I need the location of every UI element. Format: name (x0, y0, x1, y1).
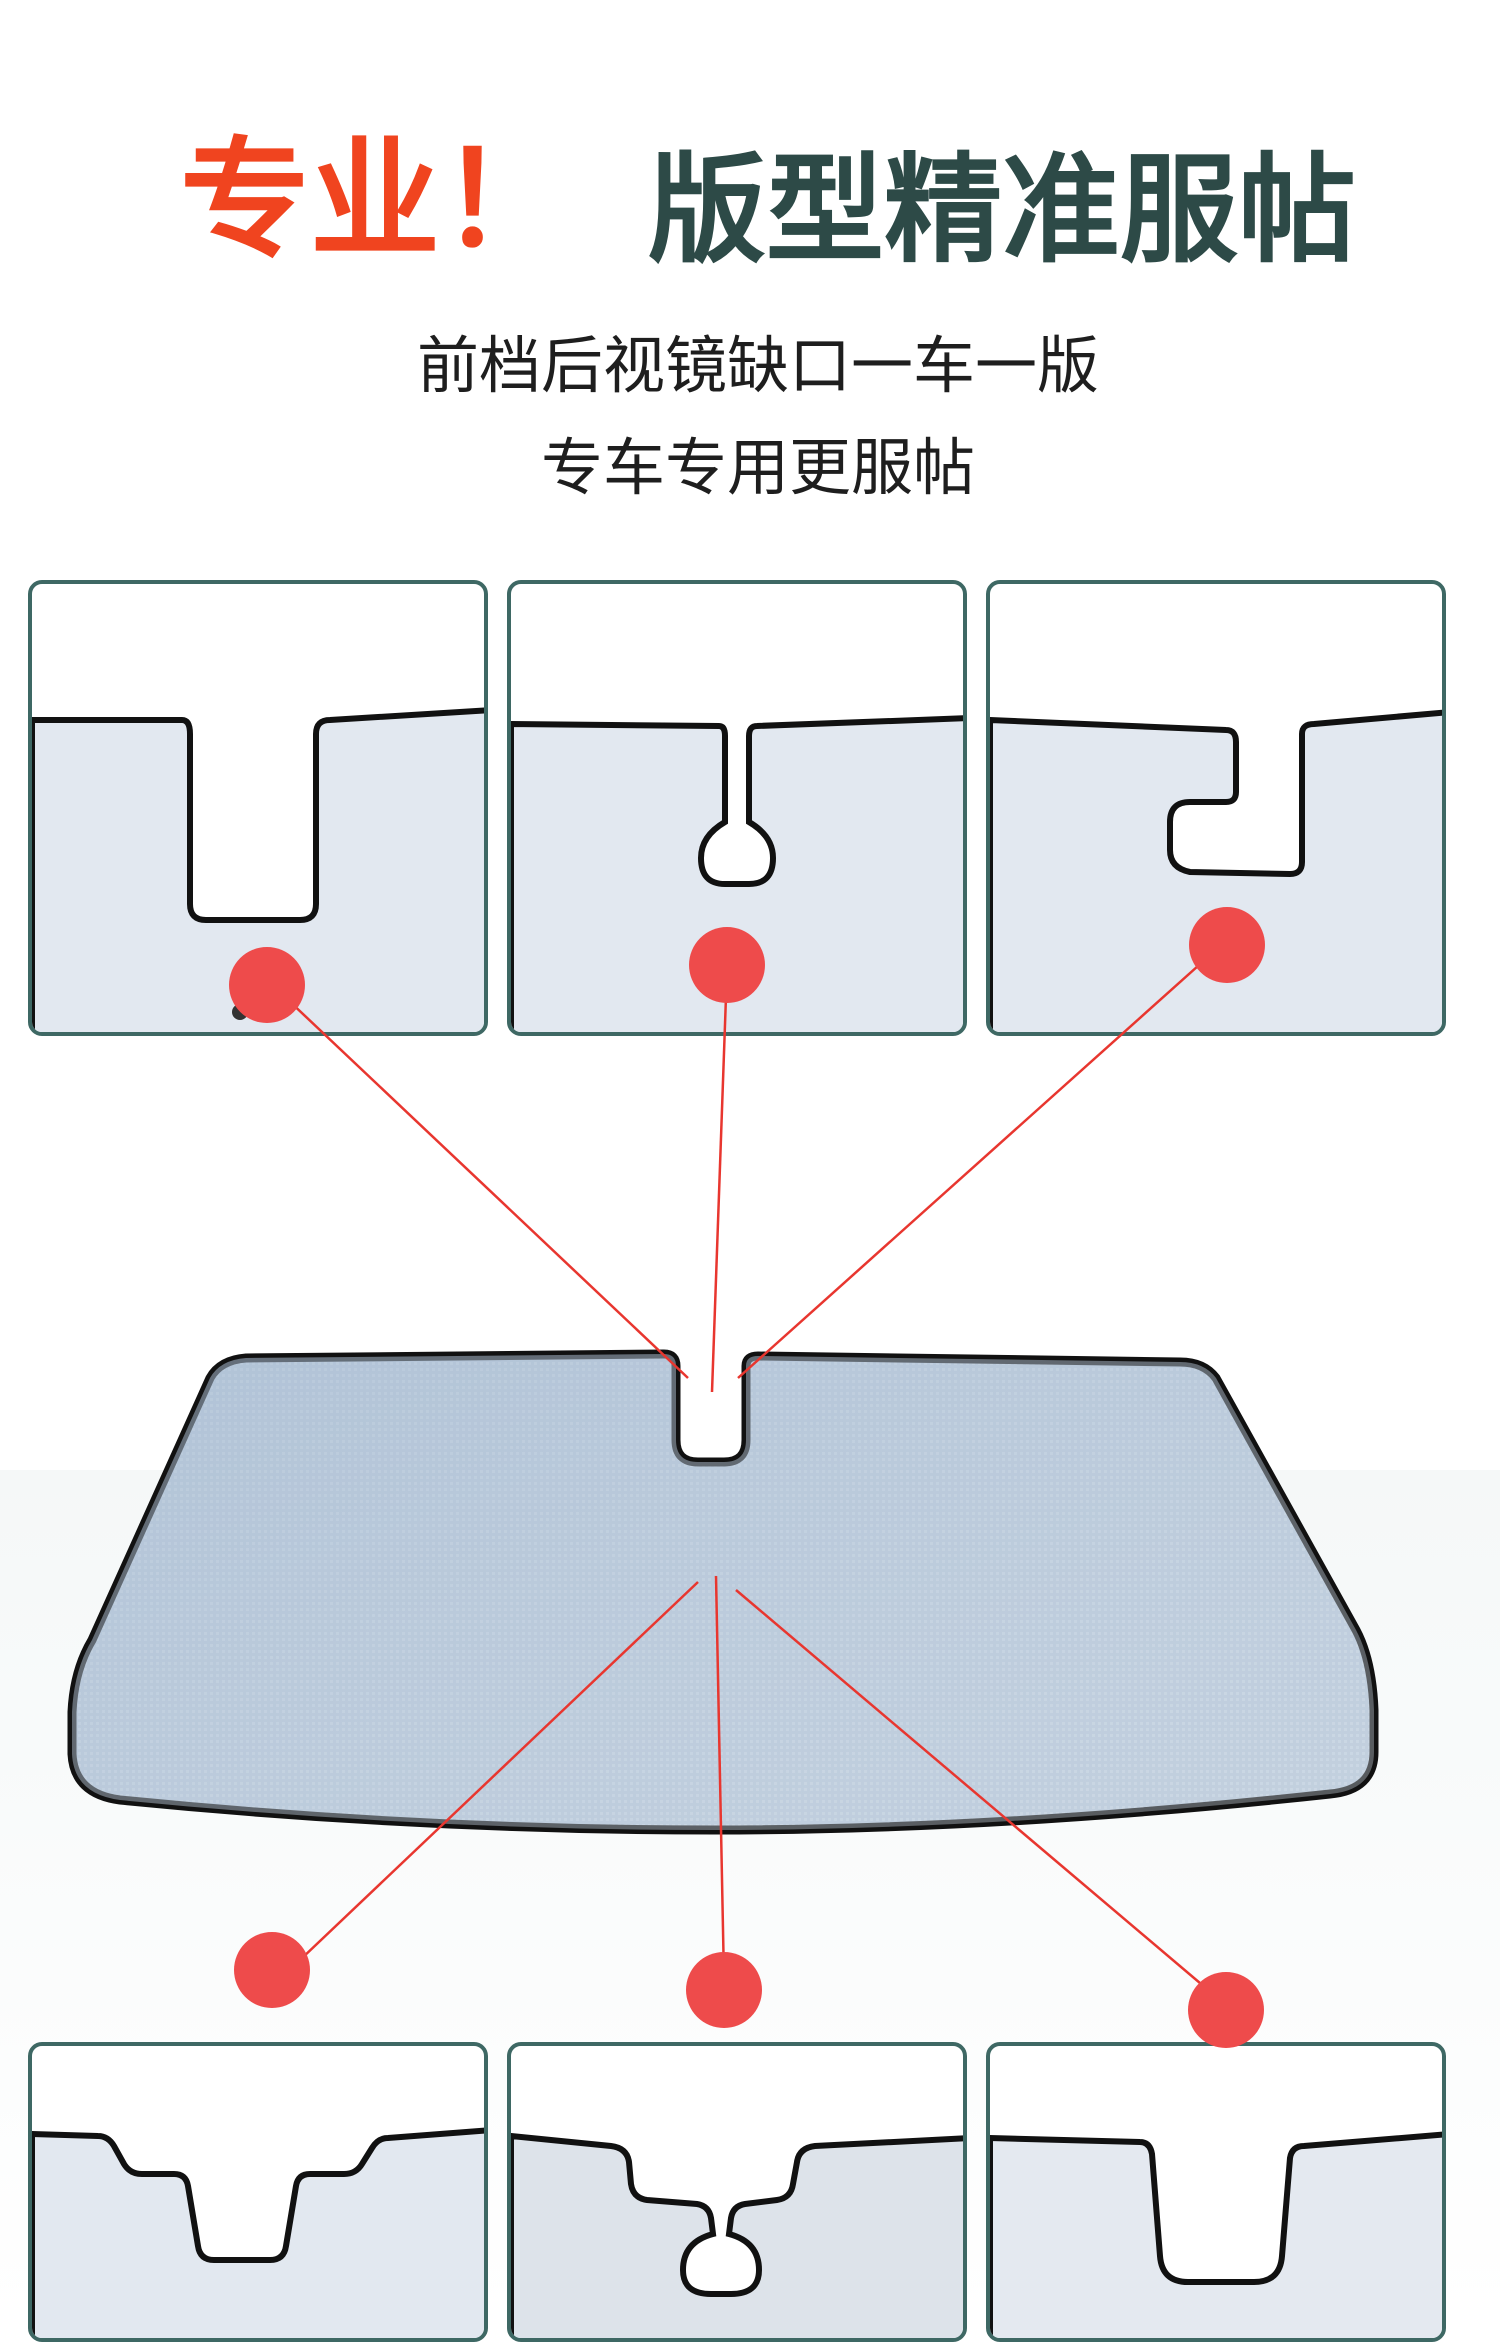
deep-rounded-notch-icon (990, 2131, 1442, 2338)
connector-line-bottom-center (714, 1575, 726, 1981)
connector-line-bottom-left (299, 1581, 699, 1961)
connector-lines (266, 939, 1228, 2001)
hook-notch-icon (990, 709, 1442, 1032)
detail-panel-deep-rounded-notch (986, 2042, 1446, 2342)
subtitle-line-2: 专车专用更服帖 (540, 431, 975, 504)
marker-dot-top-center (689, 927, 765, 1003)
windshield-shade (67, 1349, 1379, 1835)
headline: 专业！ 版型精准服帖 (0, 100, 1500, 300)
connector-line-top-right (737, 939, 1228, 1379)
keyhole-notch-icon (511, 715, 963, 1032)
marker-dot-bottom-center (686, 1952, 762, 2028)
marker-dot-bottom-right (1188, 1972, 1264, 2048)
headline-emphasis: 专业！ (180, 124, 571, 276)
headline-main: 版型精准服帖 (648, 141, 1357, 279)
marker-dot-top-left (229, 947, 305, 1023)
detail-panel-narrow-keyhole-notch (507, 2042, 967, 2342)
square-notch-icon (32, 707, 484, 1032)
stepped-notch-icon (32, 2127, 484, 2338)
connector-line-bottom-right (735, 1589, 1221, 2001)
markers (229, 907, 1265, 2048)
marker-dot-bottom-left (234, 1932, 310, 2008)
detail-panel-hook-notch (986, 580, 1446, 1036)
narrow-keyhole-notch-icon (511, 2132, 963, 2338)
connector-line-top-left (266, 979, 689, 1379)
marker-dot-top-right (1189, 907, 1265, 983)
subtitle-line-1: 前档后视镜缺口一车一版 (416, 329, 1099, 402)
detail-panel-stepped-notch (28, 2042, 488, 2342)
connector-line-top-center (710, 967, 729, 1393)
